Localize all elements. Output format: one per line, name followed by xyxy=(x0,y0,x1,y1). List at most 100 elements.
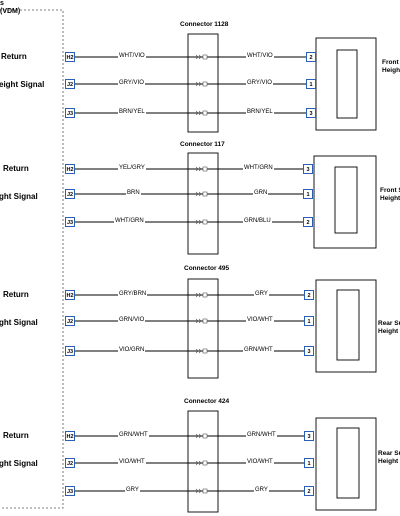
sensor-3-element xyxy=(336,289,360,361)
sensor-pin: 3 xyxy=(306,108,316,118)
sensor-label-line1: Front S xyxy=(380,187,400,194)
wire-color-label: GRN/WHT xyxy=(243,347,274,354)
connector-1128-body xyxy=(187,33,219,133)
connector-title: Connector 495 xyxy=(184,265,230,272)
terminal-symbol xyxy=(195,460,208,466)
wire-color-label: BRN/YEL xyxy=(246,109,274,116)
sensor-label-line1: Rear Su xyxy=(378,450,400,457)
sensor-pin: 2 xyxy=(304,290,314,300)
terminal-symbol xyxy=(195,166,208,172)
wire-color-label: WHT/GRN xyxy=(114,218,145,225)
sensor-label-line2: Height xyxy=(382,67,400,74)
terminal-symbol xyxy=(195,81,208,87)
wire-color-label: BRN/YEL xyxy=(118,109,146,116)
wire-color-label: VIO/GRN xyxy=(118,347,146,354)
module-title: s (VDM) xyxy=(0,0,20,16)
terminal-symbol xyxy=(195,318,208,324)
terminal-symbol xyxy=(195,488,208,494)
sensor-pin: 2 xyxy=(306,52,316,62)
sensor-pin: 1 xyxy=(303,189,313,199)
signal-label: ght Signal xyxy=(0,192,38,201)
terminal-symbol xyxy=(195,191,208,197)
wire-color-label: YEL/GRY xyxy=(118,165,146,172)
signal-label: eight Signal xyxy=(0,80,45,89)
connector-terminals xyxy=(195,54,208,494)
wire-color-label: GRN/BLU xyxy=(243,218,272,225)
sensor-1-housing xyxy=(315,37,377,131)
module-pin: J2 xyxy=(65,316,75,326)
module-pin: J2 xyxy=(65,79,75,89)
terminal-symbol xyxy=(195,348,208,354)
sensor-pin: 2 xyxy=(303,217,313,227)
sensor-label: Rear Su Height xyxy=(378,450,400,466)
signal-label: Return xyxy=(1,52,27,61)
module-pin: H2 xyxy=(65,164,75,174)
sensor-label-line1: Rear Su xyxy=(378,320,400,327)
wire-color-label: GRN/VIO xyxy=(118,317,146,324)
sensor-4-element xyxy=(336,427,360,499)
module-title-line1: s xyxy=(0,0,4,7)
sensor-4-housing xyxy=(315,417,377,511)
connector-117-body xyxy=(187,152,219,255)
connector-title: Connector 117 xyxy=(180,141,225,148)
sensor-pin: 3 xyxy=(304,346,314,356)
sensor-pin: 1 xyxy=(306,79,316,89)
terminal-symbol xyxy=(195,54,208,60)
sensor-pin: 1 xyxy=(304,316,314,326)
module-pin: J2 xyxy=(65,189,75,199)
wire-color-label: WHT/VIO xyxy=(246,53,274,60)
sensor-pin: 1 xyxy=(304,458,314,468)
module-pin: J3 xyxy=(65,346,75,356)
module-pin: J3 xyxy=(65,217,75,227)
module-title-line2: (VDM) xyxy=(0,8,21,15)
module-pin: H2 xyxy=(65,52,75,62)
sensor-label-line2: Height xyxy=(380,195,400,202)
sensor-pin: 2 xyxy=(304,486,314,496)
sensor-1-element xyxy=(336,49,358,119)
wire-color-label: WHT/GRN xyxy=(243,165,274,172)
module-pin: H2 xyxy=(65,431,75,441)
wire-color-label: BRN xyxy=(126,190,141,197)
terminal-symbol xyxy=(195,219,208,225)
module-pin: H2 xyxy=(65,290,75,300)
sensor-label: Front S Height xyxy=(380,187,400,203)
wire-color-label: GRY xyxy=(125,487,140,494)
wire-color-label: WHT/VIO xyxy=(118,53,146,60)
terminal-symbol xyxy=(195,110,208,116)
sensor-label-line2: Height xyxy=(378,458,399,465)
sensor-label-line2: Height xyxy=(378,328,399,335)
signal-label: Return xyxy=(3,431,29,440)
wire-color-label: GRN/WHT xyxy=(246,432,277,439)
module-outline xyxy=(0,9,64,509)
module-pin: J3 xyxy=(65,108,75,118)
wire-color-label: GRN/WHT xyxy=(118,432,149,439)
wire-color-label: GRN xyxy=(253,190,269,197)
sensor-pin: 3 xyxy=(303,164,313,174)
wire-color-label: GRY/BRN xyxy=(118,291,148,298)
module-pin: J3 xyxy=(65,486,75,496)
wire-color-label: GRY xyxy=(254,291,269,298)
wire-color-label: GRY xyxy=(254,487,269,494)
signal-label: Return xyxy=(3,290,29,299)
wire-color-label: GRY/VIO xyxy=(118,80,145,87)
connector-495-body xyxy=(187,278,219,379)
sensor-pin: 3 xyxy=(304,431,314,441)
signal-label: Return xyxy=(3,164,29,173)
terminal-symbol xyxy=(195,292,208,298)
sensor-label: Front Height xyxy=(382,59,400,75)
wire-color-label: GRY/VIO xyxy=(246,80,273,87)
connector-title: Connector 424 xyxy=(184,398,230,405)
connector-424-body xyxy=(187,410,219,513)
terminal-symbol xyxy=(195,433,208,439)
wire-color-label: VIO/WHT xyxy=(246,459,274,466)
sensor-2-element xyxy=(334,166,358,234)
sensor-label-line1: Front xyxy=(382,59,399,66)
sensor-2-housing xyxy=(313,155,377,249)
sensor-3-housing xyxy=(315,279,377,373)
connector-title: Connector 1128 xyxy=(180,21,229,28)
sensor-label: Rear Su Height xyxy=(378,320,400,336)
signal-label: ght Signal xyxy=(0,459,38,468)
wire-color-label: VIO/WHT xyxy=(118,459,146,466)
